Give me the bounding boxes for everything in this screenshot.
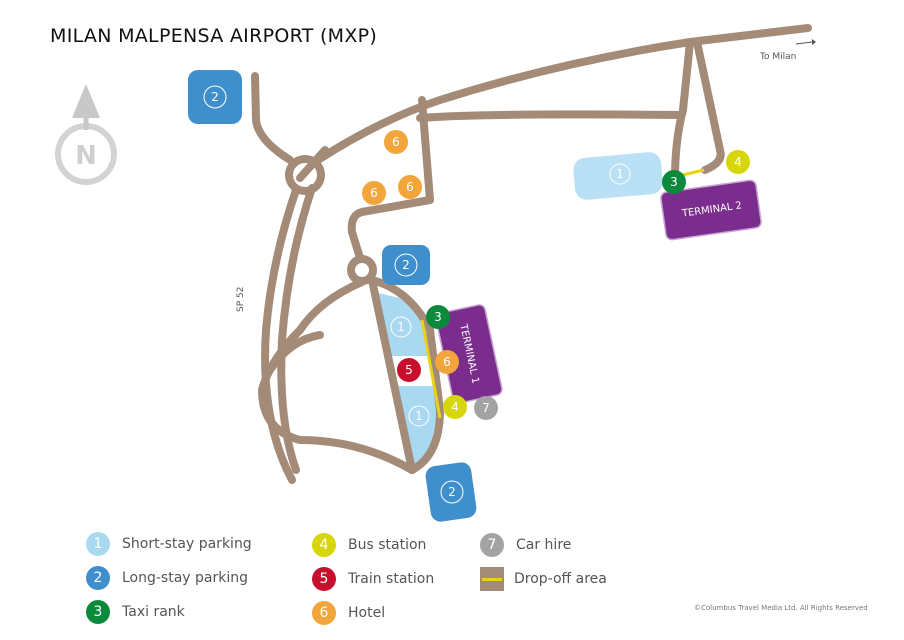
svg-text:5: 5 [405, 363, 413, 377]
svg-text:2: 2 [448, 485, 456, 499]
long-stay-parking-marker[interactable]: 2 [188, 70, 242, 124]
legend-label: Hotel [348, 605, 386, 621]
north-compass-icon: N [55, 84, 117, 185]
svg-text:6: 6 [370, 186, 378, 200]
short-stay-parking-marker[interactable]: 1 [609, 163, 631, 185]
hotel-marker[interactable]: 6 [384, 130, 408, 154]
car-hire-marker[interactable]: 7 [474, 396, 498, 420]
train-station-marker[interactable]: 5 [397, 358, 421, 382]
hotel-marker[interactable]: 6 [362, 181, 386, 205]
legend-label: Drop-off area [514, 571, 607, 587]
svg-text:2: 2 [211, 90, 219, 104]
legend-label: Bus station [348, 537, 427, 553]
legend-bus: 4 Bus station [312, 533, 426, 557]
svg-text:3: 3 [670, 175, 678, 189]
svg-text:1: 1 [415, 409, 423, 423]
svg-text:1: 1 [616, 167, 624, 181]
svg-text:6: 6 [406, 180, 414, 194]
svg-text:N: N [75, 141, 97, 171]
svg-text:2: 2 [402, 258, 410, 272]
legend-long-stay: 2 Long-stay parking [86, 566, 248, 590]
legend-label: Car hire [516, 537, 572, 553]
legend-label: Long-stay parking [122, 570, 249, 586]
arrow-right-icon [812, 39, 816, 45]
long-stay-parking-marker[interactable]: 2 [424, 461, 477, 523]
hotel-icon: 6 [312, 601, 336, 625]
svg-text:4: 4 [451, 400, 459, 414]
to-milan-label: To Milan [760, 52, 797, 62]
taxi-icon: 3 [86, 600, 110, 624]
svg-text:7: 7 [482, 401, 490, 415]
dropoff-icon [480, 567, 504, 591]
short-stay-area-t2 [573, 152, 663, 200]
long-stay-icon: 2 [86, 566, 110, 590]
short-stay-icon: 1 [86, 532, 110, 556]
roads [251, 24, 812, 484]
hotel-marker[interactable]: 6 [398, 175, 422, 199]
legend-label: Taxi rank [122, 604, 185, 620]
svg-text:6: 6 [392, 135, 400, 149]
taxi-rank-marker[interactable]: 3 [426, 305, 450, 329]
dropoff-area-t1 [420, 319, 442, 419]
long-stay-parking-marker[interactable]: 2 [382, 245, 430, 285]
legend-car-hire: 7 Car hire [480, 533, 571, 557]
legend-label: Train station [348, 571, 435, 587]
legend-train: 5 Train station [312, 567, 434, 591]
taxi-rank-marker[interactable]: 3 [662, 170, 686, 194]
svg-text:6: 6 [443, 355, 451, 369]
svg-text:3: 3 [434, 310, 442, 324]
legend-dropoff: Drop-off area [480, 567, 607, 591]
map-title: MILAN MALPENSA AIRPORT (MXP) [50, 25, 378, 47]
sp52-road-label: SP 52 [236, 286, 246, 312]
bus-station-marker[interactable]: 4 [726, 150, 750, 174]
svg-text:1: 1 [397, 320, 405, 334]
bus-icon: 4 [312, 533, 336, 557]
terminal-1[interactable]: TERMINAL 1 [435, 304, 503, 404]
short-stay-parking-marker[interactable]: 1 [390, 316, 412, 338]
legend-taxi: 3 Taxi rank [86, 600, 185, 624]
short-stay-parking-marker[interactable]: 1 [408, 405, 430, 427]
hotel-marker[interactable]: 6 [435, 350, 459, 374]
legend-label: Short-stay parking [122, 536, 252, 552]
roundabout [285, 155, 325, 195]
legend-hotel: 6 Hotel [312, 601, 385, 625]
bus-station-marker[interactable]: 4 [443, 395, 467, 419]
roundabout [347, 255, 377, 285]
terminal-2[interactable]: TERMINAL 2 [660, 179, 762, 241]
legend-short-stay: 1 Short-stay parking [86, 532, 252, 556]
car-hire-icon: 7 [480, 533, 504, 557]
svg-text:4: 4 [734, 155, 742, 169]
copyright: ©Columbus Travel Media Ltd. All Rights R… [694, 604, 868, 612]
train-icon: 5 [312, 567, 336, 591]
